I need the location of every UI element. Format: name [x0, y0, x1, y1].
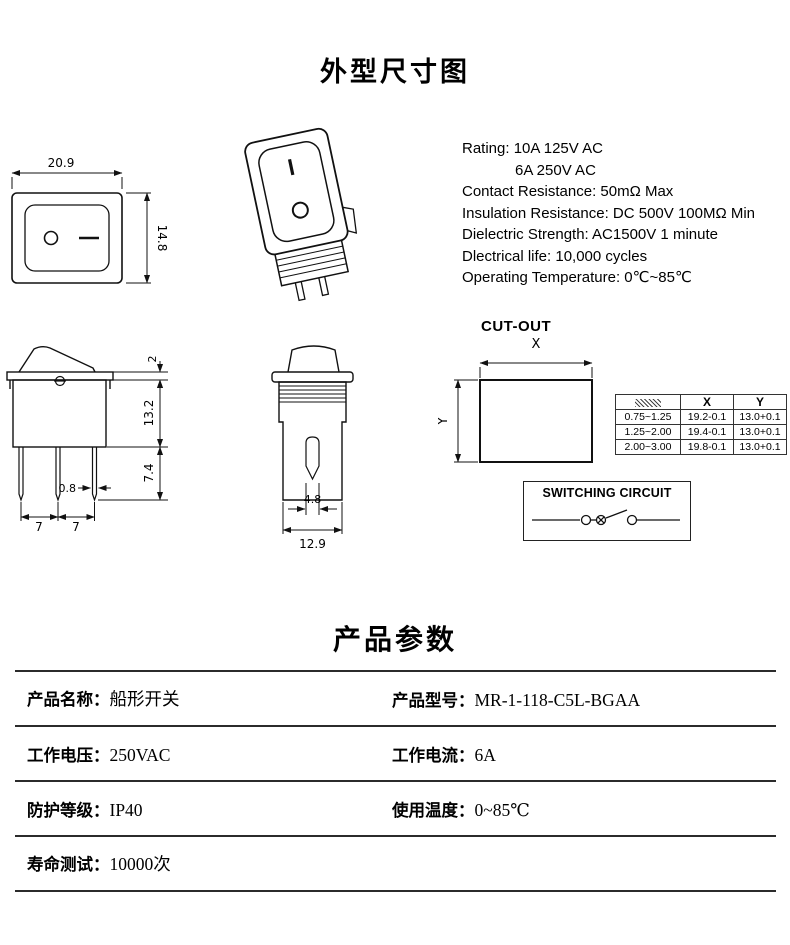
param-cell: 工作电流：6A: [392, 742, 776, 766]
cutout-drawing: X Y: [438, 337, 593, 463]
cutout-col-x: X: [680, 394, 734, 410]
dim-pin-pitch-left: 7: [35, 520, 43, 534]
cell-thickness: 0.75~1.25: [615, 409, 681, 425]
param-label: 寿命测试：: [27, 856, 110, 874]
param-row: 防护等级：IP40 使用温度：0~85℃: [15, 780, 776, 835]
rating-line: Dielectric Strength: AC1500V 1 minute: [462, 226, 718, 243]
table-row: 2.00~3.00 19.8-0.1 13.0+0.1: [615, 439, 787, 455]
panel-thickness-icon: [635, 398, 661, 407]
rating-line: Contact Resistance: 50mΩ Max: [462, 183, 674, 200]
param-cell: 产品名称：船形开关: [15, 686, 392, 711]
param-value: 船形开关: [109, 689, 180, 709]
param-label: 使用温度：: [392, 801, 475, 820]
dim-front-height: 14.8: [155, 225, 169, 252]
rating-line: Dlectrical life: 10,000 cycles: [462, 247, 648, 265]
param-label: 产品名称：: [27, 691, 110, 709]
front-view-drawing: 20.9 14.8: [11, 156, 169, 284]
param-value: 0~85℃: [474, 799, 530, 820]
front-narrow-view-drawing: 4.8 12.9: [271, 345, 354, 551]
cutout-y-label: Y: [438, 417, 451, 426]
cutout-table-header: X Y: [615, 394, 787, 410]
param-label: 工作电流：: [392, 746, 475, 765]
perspective-view-drawing: [244, 127, 358, 302]
dim-pin-pitch-right: 7: [72, 520, 80, 534]
param-value: IP40: [109, 799, 143, 820]
param-value: 10000次: [109, 854, 171, 874]
rating-line: 6A 250V AC: [515, 161, 596, 179]
panel-thickness-cell: [615, 394, 681, 410]
cell-y: 13.0+0.1: [733, 439, 787, 455]
dim-body-height: 13.2: [142, 400, 156, 427]
cutout-col-y: Y: [733, 394, 787, 410]
cell-x: 19.4-0.1: [680, 424, 734, 440]
cell-y: 13.0+0.1: [733, 424, 787, 440]
param-cell: 工作电压：250VAC: [15, 742, 392, 766]
param-cell: 使用温度：0~85℃: [392, 797, 776, 821]
cell-y: 13.0+0.1: [733, 409, 787, 425]
param-row: 寿命测试：10000次: [15, 835, 776, 892]
switching-circuit-title: SWITCHING CIRCUIT: [542, 486, 672, 500]
params-title: 产品参数: [332, 624, 457, 655]
param-row: 产品名称：船形开关 产品型号：MR-1-118-C5L-BGAA: [15, 670, 776, 725]
param-value: MR-1-118-C5L-BGAA: [474, 689, 641, 710]
rating-line: Insulation Resistance: DC 500V 100MΩ Min: [462, 204, 756, 222]
dim-body-width: 12.9: [299, 537, 326, 551]
ratings-block: Rating: 10A 125V AC 6A 250V AC Contact R…: [462, 138, 782, 289]
dim-front-width: 20.9: [48, 156, 75, 170]
param-label: 工作电压：: [27, 746, 110, 765]
rating-line: Rating: 10A 125V AC: [462, 140, 603, 157]
cell-thickness: 1.25~2.00: [615, 424, 681, 440]
cutout-x-label: X: [532, 337, 541, 352]
cutout-table: X Y 0.75~1.25 19.2-0.1 13.0+0.1 1.25~2.0…: [615, 394, 787, 455]
rating-line: Operating Temperature: 0℃~85℃: [462, 269, 692, 286]
param-cell: 产品型号：MR-1-118-C5L-BGAA: [392, 687, 776, 711]
param-cell: 寿命测试：10000次: [15, 851, 392, 876]
dim-pin-width: 0.8: [59, 482, 77, 495]
param-label: 防护等级：: [27, 801, 110, 820]
dim-pin-length: 7.4: [142, 463, 156, 482]
param-value: 250VAC: [109, 744, 171, 765]
dim-slot-width: 4.8: [304, 493, 322, 506]
table-row: 0.75~1.25 19.2-0.1 13.0+0.1: [615, 409, 787, 425]
product-params-table: 产品名称：船形开关 产品型号：MR-1-118-C5L-BGAA 工作电压：25…: [15, 670, 776, 892]
dim-flange-height: 2: [146, 356, 159, 363]
param-label: 产品型号：: [392, 691, 475, 710]
cutout-label: CUT-OUT: [481, 318, 552, 335]
cell-x: 19.2-0.1: [680, 409, 734, 425]
param-cell: 防护等级：IP40: [15, 797, 392, 821]
cell-x: 19.8-0.1: [680, 439, 734, 455]
circuit-drawing: [532, 509, 680, 526]
side-view-drawing: 2 13.2 7.4 0.8 7 7: [6, 346, 168, 534]
cell-thickness: 2.00~3.00: [615, 439, 681, 455]
outline-title: 外型尺寸图: [320, 57, 470, 87]
switching-circuit-box: SWITCHING CIRCUIT: [523, 481, 691, 541]
param-value: 6A: [474, 744, 496, 765]
table-row: 1.25~2.00 19.4-0.1 13.0+0.1: [615, 424, 787, 440]
param-row: 工作电压：250VAC 工作电流：6A: [15, 725, 776, 780]
